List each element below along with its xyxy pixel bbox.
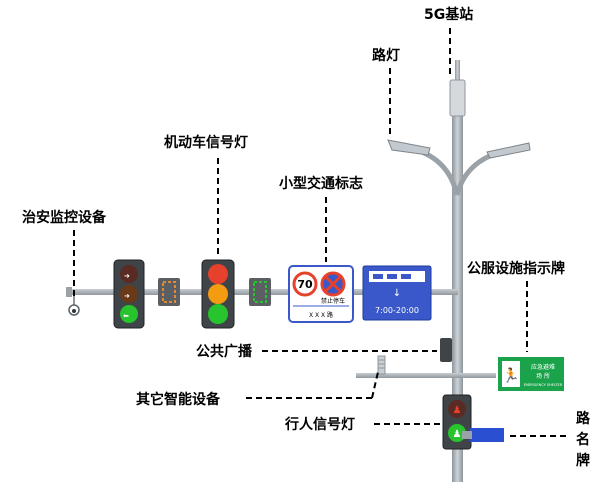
- label-5g-base-station: 5G基站: [424, 6, 473, 23]
- emergency-line2: 场 所: [536, 372, 550, 380]
- speed-limit-icon: [292, 271, 318, 297]
- broadcast-speaker: [440, 338, 452, 362]
- amber-light: [208, 284, 228, 304]
- pedestrian-stand-icon: ♟: [453, 405, 462, 416]
- pedestrian-walk-icon: ♟: [453, 429, 462, 440]
- no-parking-text: 禁止停车: [321, 297, 345, 305]
- label-other-smart-devices: 其它智能设备: [136, 391, 221, 408]
- green-light: [208, 304, 228, 324]
- lower-arm: [356, 373, 526, 378]
- emergency-line1: 应急避难: [531, 363, 555, 371]
- label-vehicle-signal: 机动车信号灯: [164, 134, 248, 151]
- label-public-broadcast: 公共广播: [196, 343, 253, 360]
- speed-limit-value: 70: [297, 278, 313, 291]
- sign-footer: X X X 路: [309, 311, 333, 319]
- down-arrow-icon: ↓: [393, 288, 401, 299]
- arrow-icon: ➜: [124, 292, 130, 300]
- main-pole: [452, 110, 463, 482]
- leader-lines: [73, 28, 568, 437]
- label-security-equipment: 治安监控设备: [22, 209, 107, 226]
- label-road-name-1: 路: [576, 410, 591, 427]
- label-street-light: 路灯: [372, 47, 400, 64]
- label-small-traffic-sign: 小型交通标志: [279, 175, 363, 192]
- smart-device: [377, 355, 386, 375]
- right-lamp-head: [486, 142, 531, 159]
- 5g-antenna: [449, 79, 466, 117]
- arrow-icon: ➜: [124, 272, 130, 280]
- red-light: [208, 264, 228, 284]
- arrow-icon: ⬅: [123, 312, 129, 320]
- label-road-name-3: 牌: [576, 452, 590, 469]
- label-road-name-2: 名: [576, 431, 590, 448]
- running-person-icon: 🏃: [502, 367, 519, 384]
- cross-arm-end: [66, 287, 72, 297]
- time-range: 7:00-20:00: [375, 306, 419, 315]
- left-lamp-head: [387, 139, 431, 156]
- label-public-service-sign: 公服设施指示牌: [467, 260, 565, 277]
- label-pedestrian-signal: 行人信号灯: [284, 416, 355, 433]
- road-name-sign: [470, 428, 504, 442]
- emergency-line3: EMERGENCY SHELTER: [524, 383, 563, 387]
